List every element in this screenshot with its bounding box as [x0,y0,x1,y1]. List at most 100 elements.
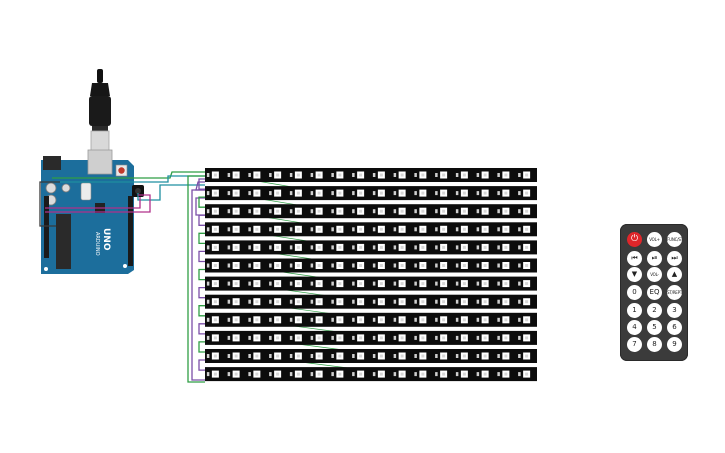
remote-button-zero[interactable]: 0 [627,285,642,300]
wire[interactable] [52,171,205,179]
solder-pad [435,245,438,250]
remote-button-three[interactable]: 3 [667,303,682,318]
led-strip[interactable] [205,367,537,382]
solder-pad [455,263,459,268]
wire[interactable] [195,197,205,216]
led-die [359,245,363,249]
arduino-board[interactable]: ARDUINO UNO [41,149,134,274]
led-die [359,372,363,376]
strip-link-wire[interactable] [198,359,205,371]
remote-button-vol-down[interactable]: VOL- [647,267,662,282]
led-strip[interactable] [205,168,537,182]
strip-link-wire[interactable] [198,178,205,190]
led-die [442,336,446,340]
solder-pad [352,317,355,322]
led-strip[interactable] [205,222,537,237]
led-die [483,209,487,213]
remote-button-six[interactable]: 6 [667,320,682,335]
strip-link-wire[interactable] [198,286,205,299]
solder-pad [331,317,334,322]
solder-pad [414,245,417,250]
solder-pad [414,173,417,177]
usb-cable[interactable] [89,69,111,152]
solder-pad [310,209,314,214]
remote-button-prev[interactable]: ⏮ [627,251,642,266]
wire[interactable] [45,194,151,213]
led-strip[interactable] [205,240,537,255]
remote-button-four[interactable]: 4 [627,320,642,335]
ir-remote[interactable]: ⏻ VOL+ FUNC/STOP ⏮ ⏯ ⏭ ▼ VOL- ▲ 0 EQ ST/REPT 123 456 7… [620,224,688,361]
led-strip[interactable] [205,186,537,201]
led-strip[interactable] [205,349,537,363]
led-die [255,300,259,304]
solder-pad [393,317,397,322]
strip-link-wire[interactable] [198,196,205,208]
remote-button-seven[interactable]: 7 [627,337,642,352]
led-die [359,173,363,177]
strip-link-wire[interactable] [198,305,205,317]
solder-pad [455,209,459,214]
led-die [483,173,487,177]
wire[interactable] [45,197,141,209]
solder-pad [435,173,438,177]
led-die [276,227,280,231]
solder-pad [476,354,480,358]
wire[interactable] [137,184,205,201]
wire[interactable] [52,175,205,183]
remote-button-func-stop[interactable]: FUNC/STOP [667,232,682,247]
ir-receiver[interactable] [132,185,144,197]
strip-link-wire[interactable] [198,250,205,263]
led-die [255,191,259,195]
solder-pad [248,227,251,232]
led-die [213,245,217,249]
reset-button[interactable] [118,167,125,174]
strip-link-wire[interactable] [198,323,205,335]
remote-button-five[interactable]: 5 [647,320,662,335]
wire[interactable] [187,175,205,383]
remote-button-eight[interactable]: 8 [647,337,662,352]
remote-button-down[interactable]: ▼ [627,267,642,282]
strip-link-wire[interactable] [198,214,205,226]
solder-pad [497,209,500,214]
led-die [213,264,217,267]
solder-pad [455,191,459,196]
remote-button-nine[interactable]: 9 [667,337,682,352]
led-die [317,336,321,340]
led-die [525,173,529,177]
strip-link-wire[interactable] [198,341,205,353]
led-die [525,282,529,286]
remote-button-vol-up[interactable]: VOL+ [647,232,662,247]
led-strip[interactable] [205,312,537,327]
solder-pad [289,335,293,340]
led-strip[interactable] [205,204,537,219]
remote-button-eq[interactable]: EQ [647,285,662,300]
led-strip[interactable] [205,330,537,345]
led-die [525,191,529,195]
remote-button-st-rept[interactable]: ST/REPT [667,285,682,300]
remote-button-power[interactable]: ⏻ [627,232,642,247]
remote-button-up[interactable]: ▲ [667,267,682,282]
led-strip[interactable] [205,294,537,309]
solder-pad [269,354,272,358]
solder-pad [269,227,272,232]
remote-button-next[interactable]: ⏭ [667,251,682,266]
play-pause-icon: ⏯ [651,254,658,262]
led-die [234,300,238,304]
led-strip[interactable] [205,276,537,291]
strip-body [205,240,537,255]
wire[interactable] [191,189,205,381]
remote-button-one[interactable]: 1 [627,303,642,318]
led-die [317,245,321,249]
strip-link-wire[interactable] [198,232,205,245]
remote-button-label: 0 [632,288,637,296]
led-die [213,282,217,286]
wire[interactable] [39,181,60,210]
led-strip[interactable] [205,258,537,273]
remote-button-two[interactable]: 2 [647,303,662,318]
remote-button-play-pause[interactable]: ⏯ [647,251,662,266]
wire[interactable] [39,210,56,227]
led-die [421,245,425,249]
strip-link-wire[interactable] [198,268,205,281]
led-die [213,354,217,358]
